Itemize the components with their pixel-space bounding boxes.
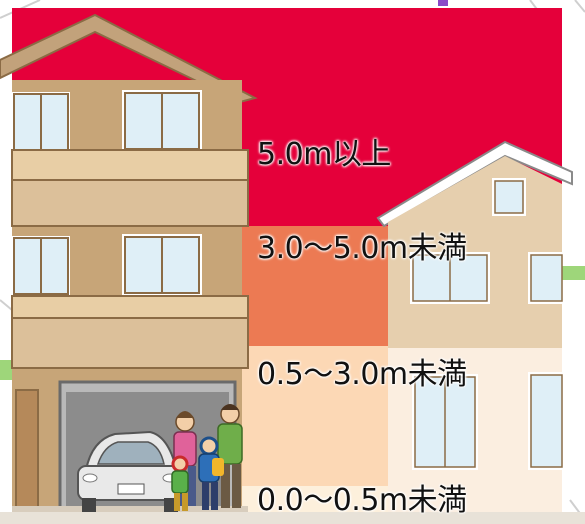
ground xyxy=(0,512,585,524)
right-house xyxy=(376,140,573,516)
depth-band-3-5m xyxy=(240,226,390,346)
legend-label-0.5-3m: 0.5～3.0m未満 xyxy=(257,357,467,392)
car xyxy=(77,430,183,512)
map-marker xyxy=(438,0,448,6)
map-park-left xyxy=(0,360,12,380)
depth-band-0-0.5m xyxy=(240,486,390,516)
legend-label-3-5m: 3.0～5.0m未満 xyxy=(257,231,467,266)
map-park xyxy=(562,266,585,280)
depth-band-0.5-3m xyxy=(240,346,390,486)
family-evacuating xyxy=(171,404,243,511)
legend-label-5m-plus: 5.0m以上 xyxy=(257,137,391,172)
legend-label-0-0.5m: 0.0～0.5m未満 xyxy=(257,483,467,518)
